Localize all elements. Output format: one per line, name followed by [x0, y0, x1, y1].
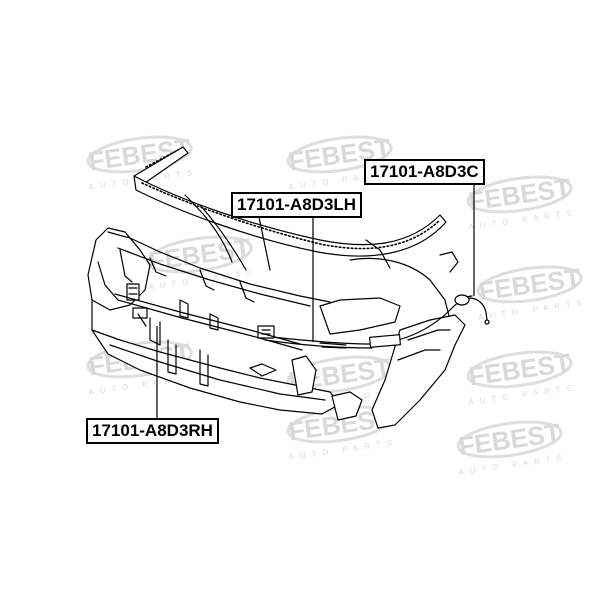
hood-release-cable	[261, 294, 490, 349]
callout-17101-a8d3lh[interactable]: 17101-A8D3LH	[231, 192, 363, 218]
left-fender	[87, 227, 151, 346]
callout-17101-a8d3rh[interactable]: 17101-A8D3RH	[86, 418, 219, 444]
right-fender	[371, 314, 466, 429]
hood-seal-strip	[133, 146, 447, 257]
part-number-text: 17101-A8D3C	[370, 162, 479, 181]
callout-17101-a8d3c[interactable]: 17101-A8D3C	[364, 159, 485, 185]
part-number-text: 17101-A8D3RH	[92, 421, 213, 440]
hood-latch-left	[126, 283, 148, 327]
lower-crossbar	[114, 293, 303, 351]
part-number-text: 17101-A8D3LH	[237, 195, 357, 214]
watermark-logo: FEBEST AUTO PARTS	[456, 417, 568, 477]
watermark-logo: FEBEST AUTO PARTS	[476, 262, 588, 322]
right-engine-bay	[319, 239, 459, 335]
car-front-line-drawing	[87, 146, 490, 429]
watermark-logo: FEBEST AUTO PARTS	[466, 347, 578, 407]
radiator-support	[107, 194, 331, 307]
callout-leader-lines	[156, 180, 475, 418]
